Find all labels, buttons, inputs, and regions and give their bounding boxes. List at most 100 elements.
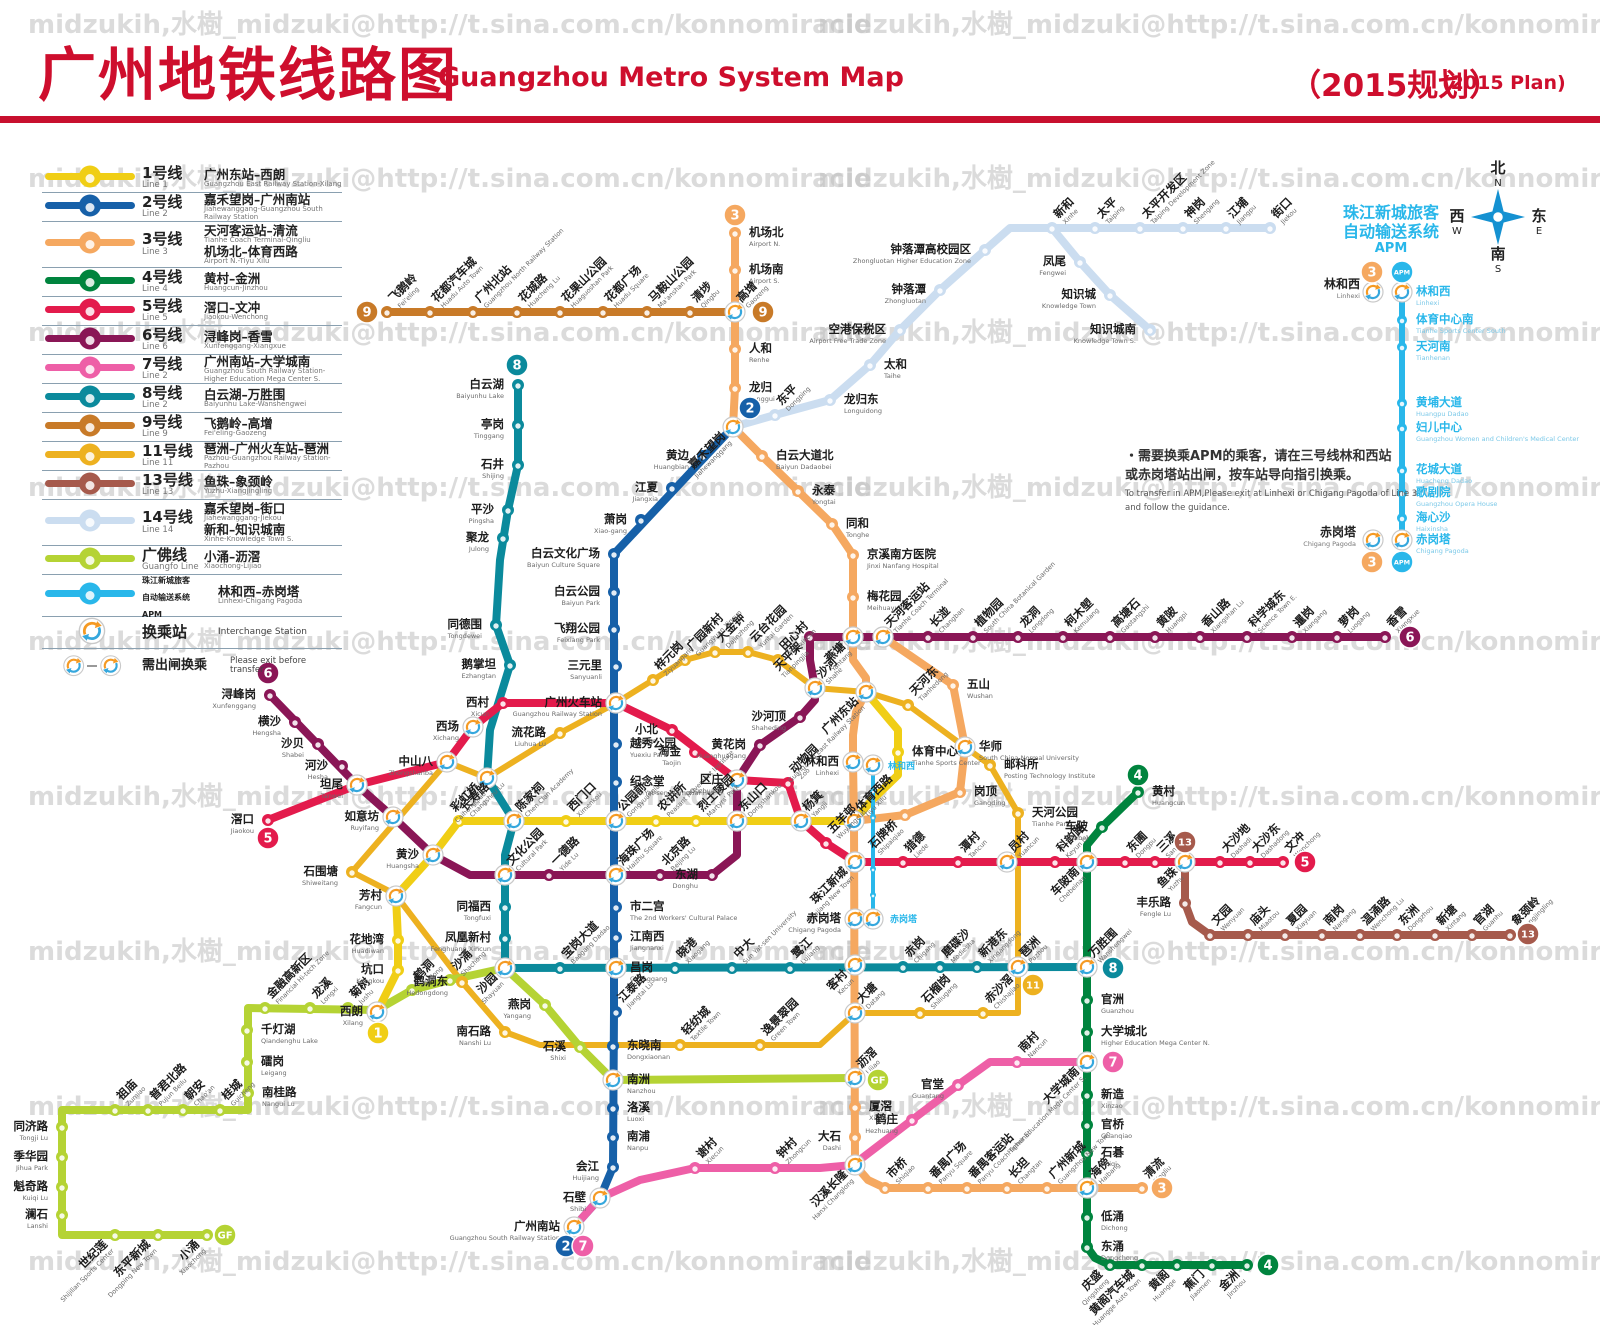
apm-system-title: 珠江新城旅客 自动输送系统 APM <box>1316 203 1466 257</box>
svg-text:Leigang: Leigang <box>261 1069 287 1077</box>
svg-text:6: 6 <box>1405 631 1414 646</box>
svg-text:S: S <box>1495 264 1501 275</box>
svg-text:Huangbian: Huangbian <box>654 463 689 471</box>
svg-text:东湖: 东湖 <box>675 867 698 881</box>
apm-title-line1: 珠江新城旅客 <box>1342 203 1439 222</box>
svg-text:Dongxiaonan: Dongxiaonan <box>627 1053 670 1061</box>
svg-text:坦尾: 坦尾 <box>320 777 343 791</box>
svg-text:Haixinsha: Haixinsha <box>1416 525 1448 533</box>
svg-text:Guanqiao: Guanqiao <box>1101 1132 1132 1140</box>
svg-text:Higher Education Mega Center N: Higher Education Mega Center N. <box>1101 1039 1210 1047</box>
svg-text:4: 4 <box>1133 769 1142 784</box>
interchange-icon <box>1007 956 1029 978</box>
line-3-north-stations <box>729 227 859 603</box>
svg-text:Hengsha: Hengsha <box>252 729 281 737</box>
line-badge-3: 3 <box>723 203 747 227</box>
svg-text:Donghu: Donghu <box>673 882 698 890</box>
svg-text:石围塘: 石围塘 <box>303 864 339 878</box>
svg-text:Xunfenggang: Xunfenggang <box>212 702 256 710</box>
svg-text:赤岗塔: 赤岗塔 <box>807 911 842 925</box>
legend-line-chip <box>42 580 142 611</box>
svg-text:Wushan: Wushan <box>967 692 993 700</box>
svg-text:Dongchong: Dongchong <box>1101 1254 1138 1262</box>
interchange-icon <box>605 864 627 886</box>
interchange-icon <box>605 810 627 832</box>
interchange-icon <box>382 806 404 828</box>
svg-text:鹅掌坦: 鹅掌坦 <box>462 657 497 671</box>
svg-text:大学城北: 大学城北 <box>1101 1024 1147 1038</box>
svg-text:Xicun: Xicun <box>471 710 489 718</box>
svg-text:林和西: 林和西 <box>805 754 840 768</box>
svg-text:人和: 人和 <box>749 341 772 355</box>
svg-text:GF: GF <box>870 1076 885 1087</box>
svg-text:白云文化广场: 白云文化广场 <box>531 546 600 560</box>
interchange-icon <box>1391 281 1413 303</box>
svg-text:石井: 石井 <box>480 457 504 471</box>
interchange-icon <box>844 851 866 873</box>
svg-text:Shixi: Shixi <box>550 1054 566 1062</box>
svg-text:2: 2 <box>561 1240 570 1255</box>
svg-text:13: 13 <box>1521 930 1535 941</box>
legend-line-chip <box>42 296 142 327</box>
svg-text:钟落潭: 钟落潭 <box>892 282 927 296</box>
line-badge-9: 9 <box>751 300 775 324</box>
svg-text:北: 北 <box>1490 159 1505 177</box>
interchange-icon <box>726 769 748 791</box>
svg-text:Huanghuagang: Huanghuagang <box>696 752 746 760</box>
svg-text:Kuiqi Lu: Kuiqi Lu <box>23 1194 49 1202</box>
svg-text:邮科所: 邮科所 <box>1004 757 1039 771</box>
svg-text:黄花岗: 黄花岗 <box>712 737 747 751</box>
svg-text:南石路: 南石路 <box>457 1024 492 1038</box>
legend-line-chip <box>42 383 142 414</box>
svg-text:西朗: 西朗 <box>340 1004 363 1018</box>
svg-text:龙归东: 龙归东 <box>843 392 879 406</box>
interchange-icon <box>1076 1051 1098 1073</box>
interchange-icon <box>1076 956 1098 978</box>
interchange-icon <box>844 908 866 930</box>
svg-text:Huangcun: Huangcun <box>1152 799 1185 807</box>
svg-text:小北: 小北 <box>634 722 658 736</box>
svg-text:龙归: 龙归 <box>748 380 772 394</box>
svg-text:沙贝: 沙贝 <box>281 736 304 750</box>
svg-text:昌岗: 昌岗 <box>630 960 653 974</box>
svg-text:Linhexi: Linhexi <box>1337 292 1360 300</box>
line-badge-6: 6 <box>256 661 280 685</box>
line-badge-7: 7 <box>571 1234 595 1258</box>
svg-text:梅花园: 梅花园 <box>867 589 902 603</box>
svg-text:Sun Yat-sen Memorial Hall: Sun Yat-sen Memorial Hall <box>630 789 715 797</box>
svg-text:Ruyifang: Ruyifang <box>350 824 379 832</box>
svg-text:东晓南: 东晓南 <box>627 1038 662 1052</box>
svg-text:鹤洞东: 鹤洞东 <box>414 974 449 988</box>
legend-line-chip <box>42 470 142 501</box>
svg-text:Knowledge Town S.: Knowledge Town S. <box>1074 337 1136 345</box>
interchange-icon <box>844 1002 866 1024</box>
